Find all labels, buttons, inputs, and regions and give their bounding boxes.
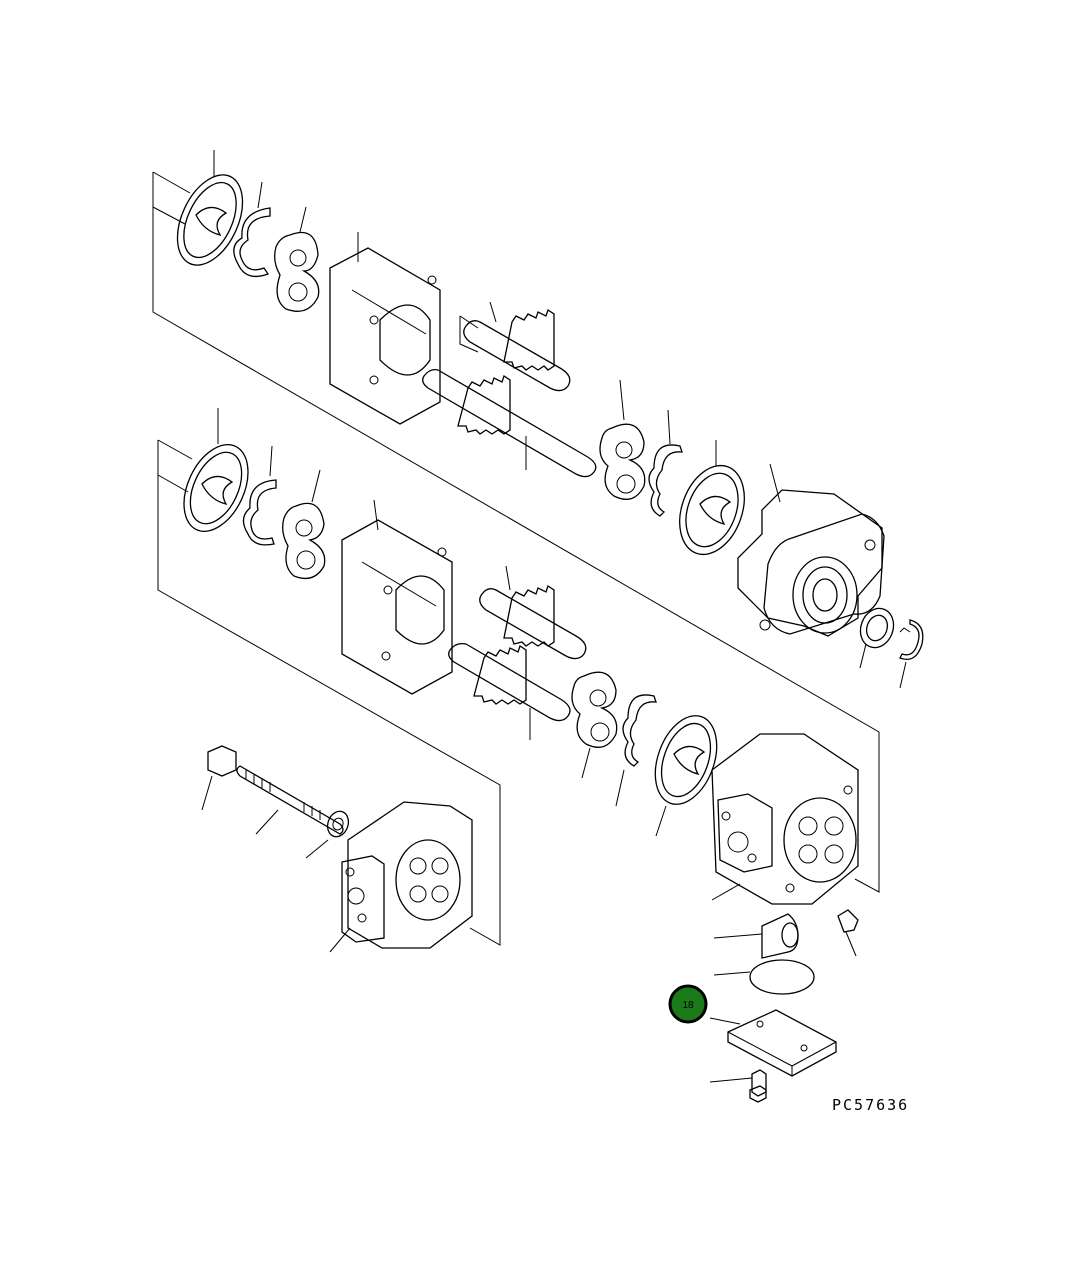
name-plate	[709, 1009, 837, 1077]
upper-front-o-ring	[679, 440, 745, 556]
upper-wear-plate	[274, 206, 320, 312]
middle-gear-housing	[341, 499, 453, 695]
upper-gear-housing	[329, 232, 441, 425]
middle-drive-gear	[448, 642, 571, 740]
middle-front-o-ring	[654, 715, 718, 837]
callout-18-label: 18	[682, 1000, 694, 1011]
middle-o-ring-seal	[183, 408, 249, 532]
snap-ring	[899, 619, 924, 689]
front-pump-body	[711, 733, 859, 905]
middle-wear-plate	[282, 469, 326, 580]
middle-driven-gear	[479, 565, 587, 660]
oil-seal	[859, 607, 895, 669]
rear-cover	[329, 801, 473, 953]
upper-backup-ring	[233, 181, 271, 278]
middle-front-wear-plate	[571, 671, 618, 779]
upper-front-backup-ring	[648, 409, 683, 517]
middle-backup-ring	[242, 445, 277, 546]
upper-drive-gear-shaft	[422, 368, 597, 478]
washer	[305, 810, 350, 859]
gasket	[713, 959, 815, 995]
upper-driven-gear	[459, 301, 571, 392]
upper-front-wear-plate	[599, 379, 646, 500]
screw	[709, 1069, 767, 1103]
front-cover-flange	[737, 463, 885, 637]
callout-18[interactable]: 18	[668, 984, 708, 1024]
plug	[837, 909, 859, 957]
middle-front-backup-ring	[615, 694, 657, 807]
assembly-outline-lower	[157, 439, 501, 946]
nut	[201, 745, 237, 811]
drawing-code: PC57636	[832, 1096, 909, 1114]
bushing	[713, 913, 799, 959]
upper-o-ring-seal	[176, 150, 244, 266]
